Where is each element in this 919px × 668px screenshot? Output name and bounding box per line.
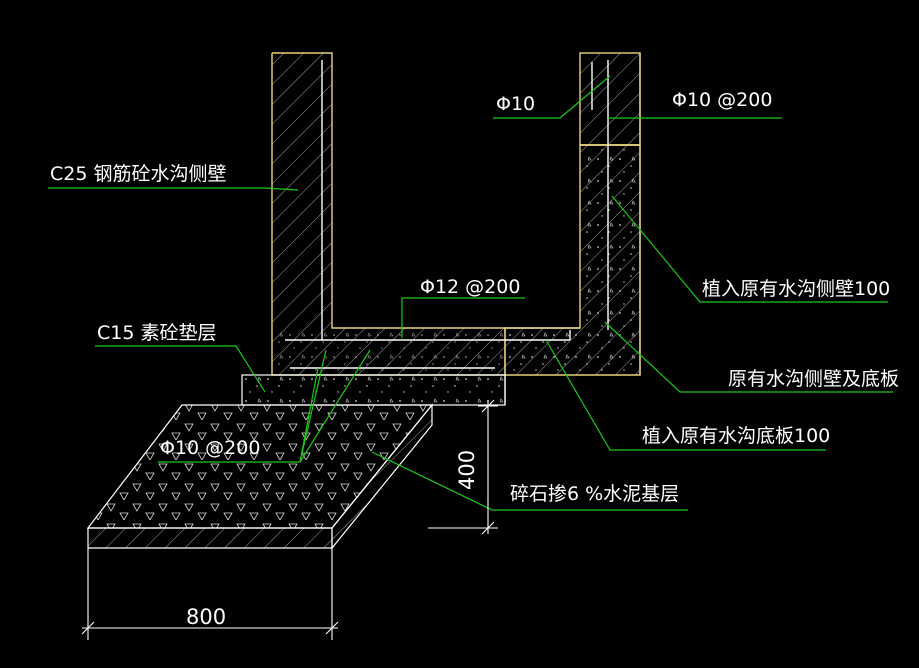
cushion-layer: [241, 374, 506, 406]
label-phi10-200-right: Φ10 @200: [672, 89, 772, 111]
new-ditch-walls: [271, 52, 641, 405]
label-side-wall: C25 钢筋砼水沟侧壁: [50, 163, 226, 185]
label-existing-wall-base: 原有水沟侧壁及底板: [728, 368, 899, 390]
leader-lines: [48, 75, 893, 511]
label-phi10: Φ10: [496, 93, 535, 115]
label-embed-side: 植入原有水沟侧壁100: [702, 278, 890, 300]
dimension-width: 800: [81, 548, 339, 640]
depth-dimension-text: 400: [455, 450, 479, 490]
dimension-depth: 400: [428, 399, 498, 535]
width-dimension-text: 800: [186, 605, 226, 629]
label-embed-base: 植入原有水沟底板100: [642, 425, 830, 447]
label-cushion: C15 素砼垫层: [97, 322, 216, 344]
label-phi12-200: Φ12 @200: [420, 276, 520, 298]
rebar-lines: [285, 60, 609, 369]
right-upper-wall: [579, 52, 641, 146]
gravel-base-block: [86, 403, 434, 550]
label-gravel-base: 碎石掺6 %水泥基层: [510, 483, 679, 505]
callout-labels: C25 钢筋砼水沟侧壁 Φ10 Φ10 @200 Φ12 @200 植入原有水沟…: [50, 89, 899, 505]
label-phi10-200-left: Φ10 @200: [160, 437, 260, 459]
